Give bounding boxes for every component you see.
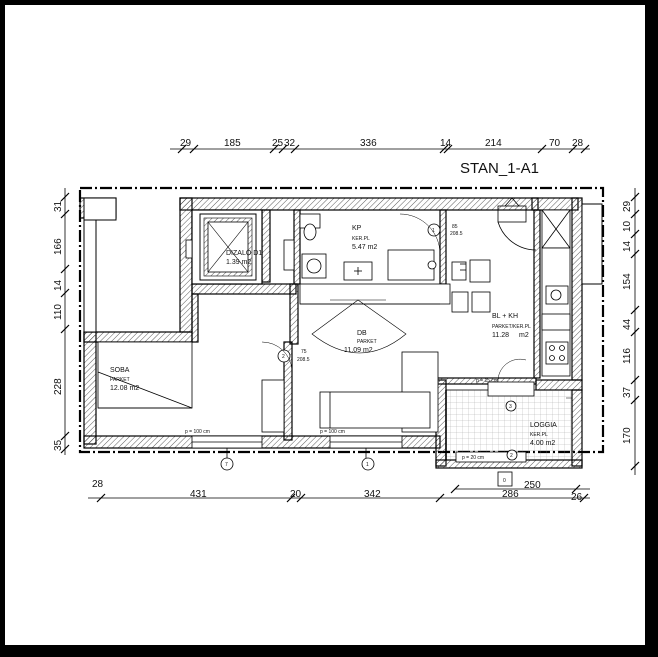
left-column [83, 219, 97, 333]
kitchen-appliances [541, 209, 571, 377]
bedroom-furniture [97, 341, 193, 409]
bathroom-fixtures [283, 213, 437, 281]
dim-top-9: 28 [572, 138, 584, 149]
window-7-sill: p = 100 cm [185, 429, 210, 435]
door-tag-1-width: 85 [452, 224, 458, 230]
dim-top-2: 185 [224, 138, 241, 149]
building-outline [78, 186, 605, 454]
bottom-dimension-chain [88, 484, 590, 503]
dim-right-7: 37 [622, 386, 633, 398]
window-1-sill: p = 100 cm [320, 429, 345, 435]
room-loggia-name: LOGGIA [530, 422, 557, 429]
door-tag-1-height: 208.5 [450, 231, 463, 237]
dim-left-2: 166 [53, 238, 64, 255]
dim-top-7: 214 [485, 138, 502, 149]
room-dizalo-name: DIZALO D1 [226, 250, 262, 257]
window-3-num: 3 [509, 404, 512, 410]
door-tag-1-num: 1 [432, 228, 435, 234]
dim-bottom-6: 286 [502, 489, 519, 500]
plan-title: STAN_1-A1 [460, 160, 539, 177]
dim-bottom-3: 20 [290, 489, 302, 500]
room-blkh-area: 11.28 [492, 332, 509, 339]
room-blkh-unit: m2 [519, 332, 529, 339]
dim-left-4: 110 [53, 304, 64, 320]
level-marker [497, 471, 513, 487]
room-kp-floor: KER.PL [352, 236, 370, 242]
dim-bottom-5: 250 [524, 480, 541, 491]
window-7 [191, 435, 263, 471]
room-loggia-area: 4.00 m2 [530, 440, 555, 447]
room-loggia-floor: KER.PL [530, 432, 548, 438]
dim-right-3: 14 [622, 240, 633, 252]
room-db-name: DB [357, 330, 367, 337]
dim-right-6: 116 [622, 348, 633, 364]
window-1 [329, 435, 403, 471]
dim-top-4: 32 [284, 138, 296, 149]
dim-bottom-2: 431 [190, 489, 207, 500]
room-soba-area: 12.08 m2 [110, 385, 139, 392]
window-2-num: 2 [510, 453, 513, 459]
dim-bottom-4: 342 [364, 489, 381, 500]
dim-left-3: 14 [53, 279, 64, 291]
room-kp-area: 5.47 m2 [352, 244, 377, 251]
left-notch [83, 197, 117, 221]
window-2 [455, 449, 527, 463]
left-dimension-chain [60, 188, 70, 455]
window-7-num: 7 [225, 462, 228, 468]
door-tag-2 [261, 341, 293, 371]
dim-top-8: 70 [549, 138, 561, 149]
hallway-db [311, 299, 407, 354]
dim-right-2: 10 [622, 220, 633, 232]
loggia-drain [566, 397, 573, 430]
door-tag-1 [399, 213, 441, 255]
living-furniture [261, 351, 439, 433]
elevator-shaft [185, 209, 263, 285]
room-blkh-name: BL + KH [492, 313, 518, 320]
window-3-sill: p = 15 cm [476, 378, 498, 384]
dim-bottom-7: 26 [571, 492, 583, 503]
level-marker-text: 0 [503, 478, 506, 484]
door-tag-2-width: 75 [301, 349, 307, 355]
top-dimension-chain [170, 144, 590, 154]
room-blkh-floor: PARKET/KER.PL [492, 324, 531, 330]
dim-right-8: 170 [622, 427, 633, 444]
window-3 [487, 358, 535, 412]
room-kp-name: KP [352, 225, 362, 232]
door-tag-2-num: 2 [282, 354, 285, 360]
room-soba-floor: PARKET [110, 377, 130, 383]
dim-right-4: 154 [622, 273, 633, 290]
room-db-area: 11.09 m2 [344, 347, 373, 354]
dim-top-5: 336 [360, 138, 377, 149]
room-db-floor: PARKET [357, 339, 377, 345]
door-tag-2-height: 208.5 [297, 357, 310, 363]
dim-bottom-1: 28 [92, 479, 104, 490]
dim-top-6: 14 [440, 138, 452, 149]
dining-set [451, 259, 491, 313]
entrance-marker [497, 197, 537, 251]
window-2-sill: p = 20 cm [462, 455, 484, 461]
kitchen-counter-upper [299, 283, 451, 305]
window-1-num: 1 [366, 462, 369, 468]
dim-top-1: 29 [180, 138, 192, 149]
dim-left-5: 228 [53, 378, 64, 395]
right-dimension-chain [630, 188, 640, 475]
dim-left-6: 35 [53, 439, 64, 451]
room-dizalo-area: 1.39 m2 [226, 259, 251, 266]
dim-top-3: 25 [272, 138, 284, 149]
dim-right-1: 29 [622, 200, 633, 212]
right-strip [581, 203, 603, 285]
dim-right-5: 44 [622, 318, 633, 330]
dim-left-1: 31 [53, 200, 64, 212]
room-soba-name: SOBA [110, 367, 130, 374]
